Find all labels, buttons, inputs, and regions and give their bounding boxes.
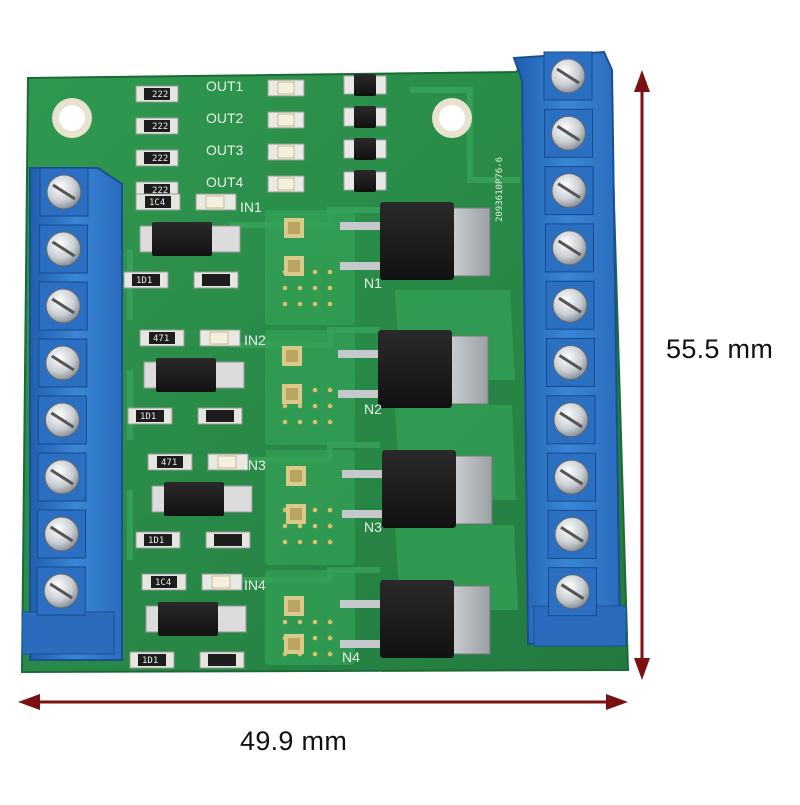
screw-slot-line (560, 526, 584, 543)
screw-slot-line (50, 354, 75, 372)
screw-slot-line (560, 583, 585, 600)
diode-mark: 1D1 (140, 412, 156, 422)
screw-slot-line (49, 582, 74, 600)
screw-slot-line (51, 240, 76, 258)
label-n3: N3 (364, 519, 382, 535)
label-n2: N2 (364, 401, 382, 417)
input-resistor-mark: 471 (161, 458, 177, 468)
silkscreen-labels: OUT1 OUT2 OUT3 OUT4 IN1 IN2 IN3 IN4 N1 N… (136, 78, 505, 666)
screw-slot-line (558, 354, 583, 371)
screw-slot-line (559, 411, 583, 429)
input-resistor-mark: 1C4 (149, 198, 165, 208)
diode-mark: 1D1 (148, 536, 164, 546)
resistor-mark: 222 (152, 122, 168, 132)
screw-slot-line (51, 297, 76, 315)
label-out1: OUT1 (206, 78, 244, 94)
width-dimension-label: 49.9 mm (240, 726, 348, 756)
label-in1: IN1 (240, 199, 262, 215)
screw-slot-line (50, 411, 75, 429)
label-in4: IN4 (244, 577, 266, 593)
label-out2: OUT2 (206, 110, 244, 126)
input-channel-group (123, 193, 253, 669)
screw-slot-line (556, 67, 580, 85)
right-terminal-screws (543, 51, 597, 617)
left-terminal-screws (36, 167, 89, 616)
screw-slot-line (557, 182, 581, 199)
label-n4: N4 (342, 649, 360, 665)
mosfet-group (281, 202, 493, 659)
screw-slot-line (52, 183, 76, 201)
screw-slot-line (50, 468, 74, 486)
screw-slot-line (49, 525, 74, 543)
screw-slot-line (556, 125, 581, 142)
resistor-mark: 222 (152, 154, 168, 164)
board-id: 2093610P76-6 (495, 157, 505, 222)
label-out3: OUT3 (206, 142, 244, 158)
height-dimension-label: 55.5 mm (666, 334, 774, 364)
screw-slot-line (558, 296, 582, 314)
diode-mark: 1D1 (136, 276, 152, 286)
input-resistor-mark: 1C4 (155, 578, 171, 588)
screw-slot-line (557, 239, 582, 257)
label-in3: IN3 (244, 457, 266, 473)
width-dimension-line (18, 694, 628, 710)
screw-slot-line (559, 468, 584, 486)
mounting-hole (52, 98, 472, 138)
resistor-mark: 222 (152, 90, 168, 100)
height-dimension-line (634, 70, 650, 680)
label-out4: OUT4 (206, 174, 244, 190)
output-indicator-group (135, 74, 387, 199)
label-in2: IN2 (244, 332, 266, 348)
resistor-mark: 222 (152, 186, 168, 196)
diode-mark: 1D1 (142, 656, 158, 666)
label-n1: N1 (364, 275, 382, 291)
input-resistor-mark: 471 (153, 334, 169, 344)
